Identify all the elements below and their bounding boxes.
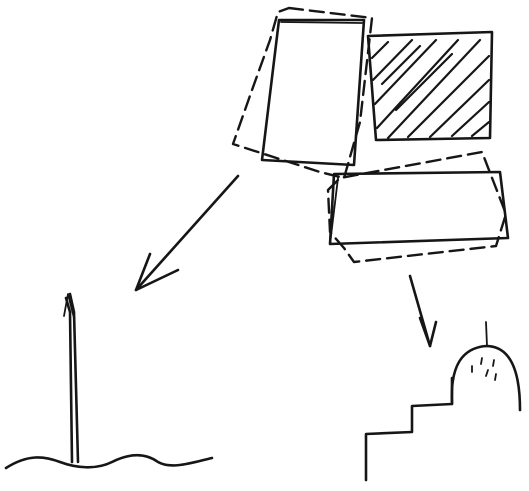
tall-pole bbox=[64, 294, 78, 462]
wide-rectangle bbox=[330, 172, 508, 244]
dome-dots bbox=[472, 358, 496, 380]
dome-antenna bbox=[486, 322, 487, 346]
arrow-to-stairs bbox=[410, 276, 436, 346]
staircase bbox=[366, 378, 452, 480]
tall-rectangle-ghost bbox=[233, 8, 372, 178]
dome bbox=[452, 346, 520, 410]
wide-rectangle-ghost bbox=[328, 152, 506, 262]
arrow-to-tower bbox=[136, 176, 238, 290]
ground-line bbox=[6, 455, 212, 468]
hatched-square bbox=[368, 32, 492, 140]
tall-rectangle bbox=[262, 20, 364, 165]
